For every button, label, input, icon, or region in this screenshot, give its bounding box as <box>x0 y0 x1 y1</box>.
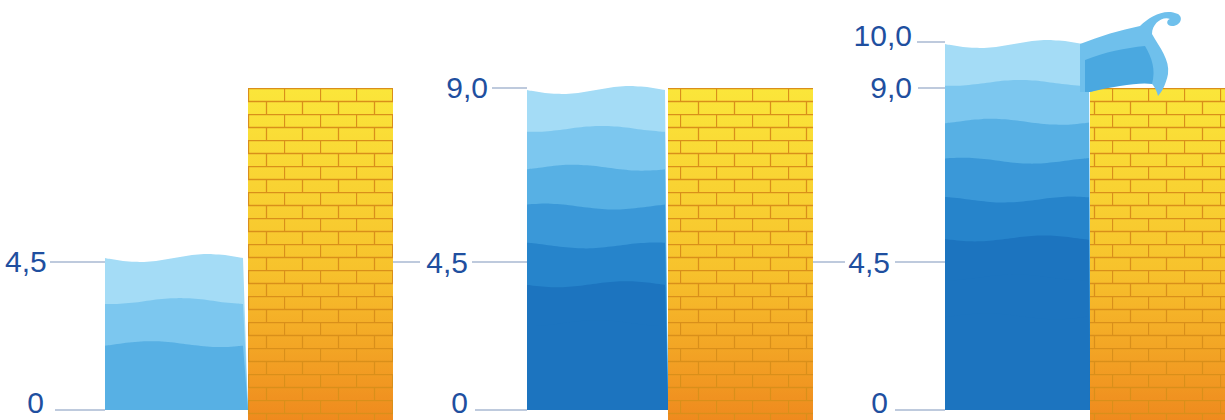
scale-zero: 0 <box>449 388 470 418</box>
water-band <box>945 80 1090 410</box>
scale-zero: 0 <box>25 388 46 418</box>
scale-value: 4,5 <box>3 247 49 277</box>
splash-wave <box>1085 46 1154 92</box>
water-band <box>945 158 1090 410</box>
water-band <box>527 320 668 410</box>
scale-zero: 0 <box>869 388 890 418</box>
water-band <box>945 119 1090 410</box>
water-band <box>945 197 1090 410</box>
water-band <box>527 126 668 410</box>
brick-texture <box>1090 88 1225 420</box>
scale-value: 4,5 <box>846 248 892 278</box>
water-band <box>945 235 1090 410</box>
brick-wall <box>248 88 393 420</box>
water-band <box>527 242 668 410</box>
brick-texture <box>668 88 813 420</box>
water-band <box>527 281 668 410</box>
water-band <box>527 86 668 410</box>
overflow-splash <box>1080 12 1181 96</box>
water-band <box>105 254 248 410</box>
water-band <box>945 313 1090 410</box>
scale-value: 9,0 <box>444 73 490 103</box>
water-band <box>527 204 668 410</box>
water-band <box>105 298 248 410</box>
scale-value: 9,0 <box>868 73 914 103</box>
scale-value: 4,5 <box>424 248 470 278</box>
splash-wave <box>1080 12 1181 96</box>
scale-value: 10,0 <box>852 21 914 51</box>
brick-texture <box>248 88 393 420</box>
water-band <box>945 40 1090 410</box>
water-band <box>105 341 248 410</box>
brick-wall <box>1090 88 1225 420</box>
water-band <box>945 274 1090 410</box>
brick-walls <box>248 88 1225 420</box>
brick-wall <box>668 88 813 420</box>
water-band <box>527 165 668 410</box>
